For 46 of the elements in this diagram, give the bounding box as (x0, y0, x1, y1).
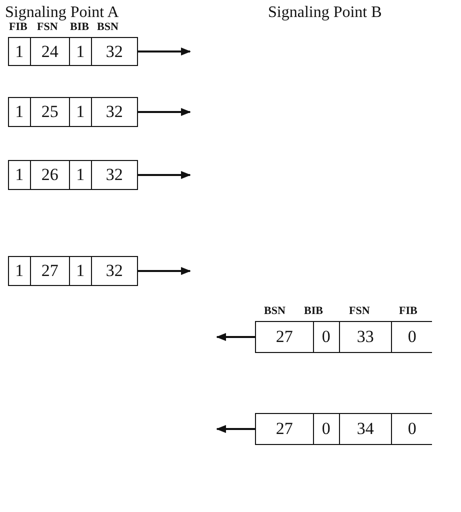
field-value: 1 (70, 161, 92, 189)
field-value: 32 (104, 260, 124, 282)
column-header: BSN (97, 21, 118, 33)
field-value: 1 (9, 98, 31, 126)
message-frame (8, 160, 138, 190)
message-frame (8, 37, 138, 66)
column-header: BSN (264, 305, 286, 317)
column-header: FSN (37, 21, 58, 33)
arrow (216, 425, 255, 433)
field-value: 1 (70, 98, 92, 126)
field-value: 0 (406, 418, 418, 440)
arrow (138, 108, 191, 116)
field-value: 0 (406, 326, 418, 348)
arrow (216, 333, 255, 341)
field-value: 33 (340, 322, 392, 352)
field-value: 32 (104, 164, 124, 186)
field-value: 26 (30, 161, 70, 189)
column-header: BIB (70, 21, 89, 33)
field-value: 24 (30, 38, 70, 65)
heading: Signaling Point B (268, 4, 382, 22)
field-value: 32 (104, 40, 124, 62)
message-frame (255, 321, 432, 353)
column-header: FIB (399, 305, 418, 317)
field-value: 1 (70, 257, 92, 285)
field-value: 32 (104, 101, 124, 123)
field-value: 1 (9, 161, 31, 189)
field-value: 25 (30, 98, 70, 126)
arrow (138, 171, 191, 179)
field-value: 27 (256, 414, 314, 444)
field-value: 0 (314, 322, 340, 352)
column-header: FSN (349, 305, 370, 317)
field-value: 27 (256, 322, 314, 352)
column-header: FIB (9, 21, 28, 33)
message-frame (8, 256, 138, 286)
field-value: 0 (314, 414, 340, 444)
heading: Signaling Point A (5, 4, 119, 22)
arrow (138, 267, 191, 275)
message-frame (8, 97, 138, 127)
field-value: 1 (70, 38, 92, 65)
arrow (138, 48, 191, 56)
column-header: BIB (304, 305, 323, 317)
field-value: 27 (30, 257, 70, 285)
field-value: 1 (9, 257, 31, 285)
field-value: 1 (9, 38, 31, 65)
field-value: 34 (340, 414, 392, 444)
message-frame (255, 413, 432, 445)
